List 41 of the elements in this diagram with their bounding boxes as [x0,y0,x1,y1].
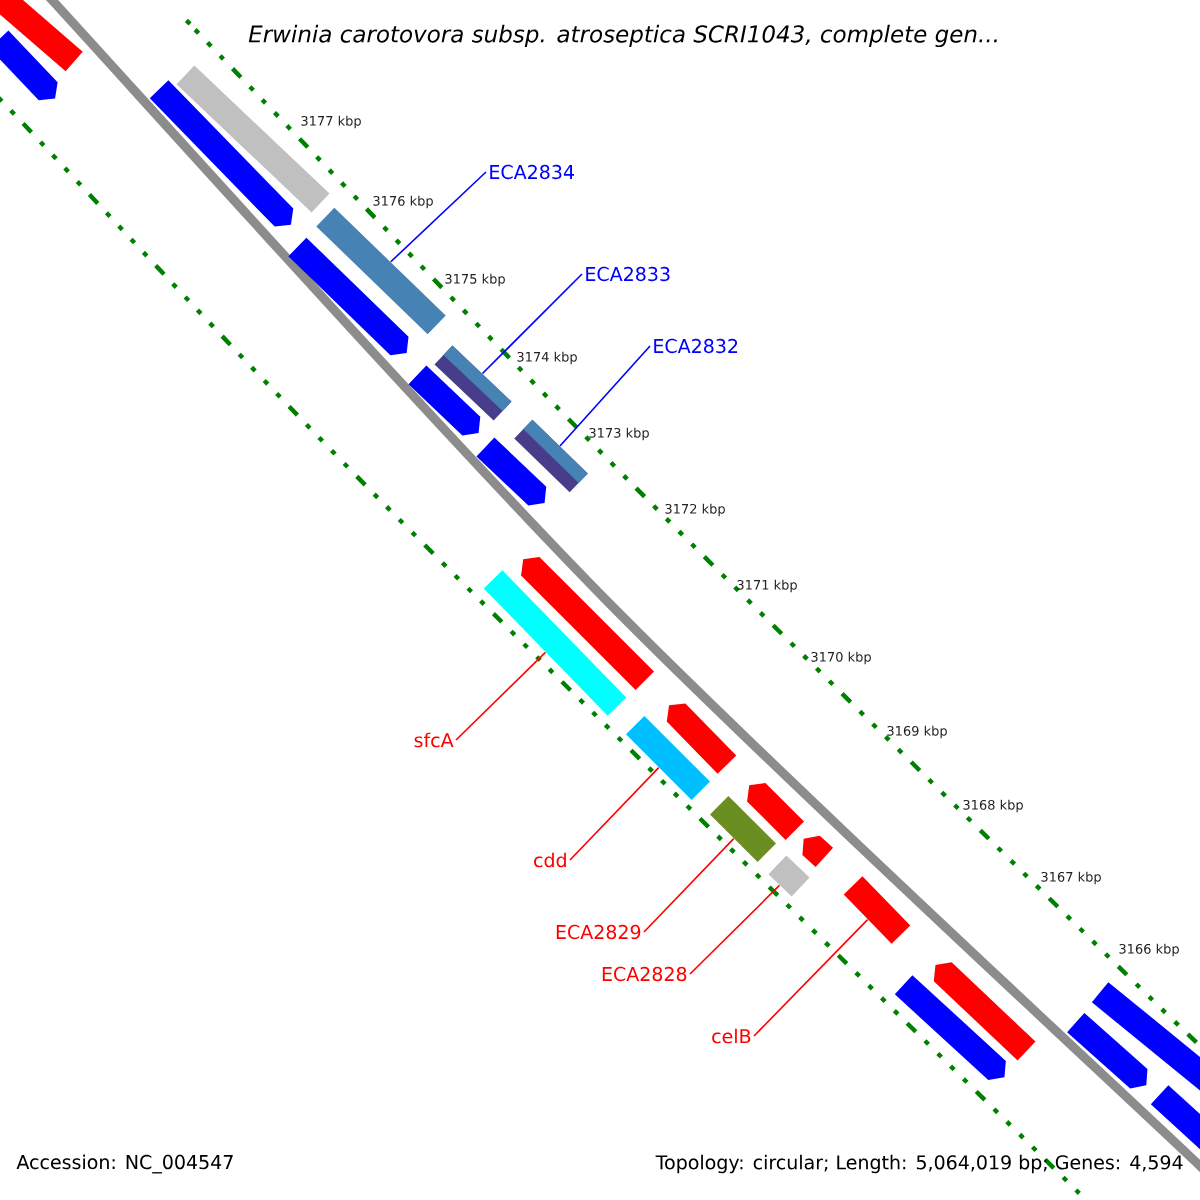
gene-bar [843,876,911,944]
gene-bar [666,703,737,774]
gene-bar [802,835,834,867]
gene-bar [747,783,804,840]
gene-label: ECA2829 [556,924,641,940]
gene-bar [933,962,1036,1061]
gene-bar [894,975,1006,1081]
gene-label: ECA2828 [602,966,687,982]
leader-line [559,345,651,447]
leader-line [753,918,869,1037]
gene-label: sfcA [414,732,454,748]
gene-bar [0,30,58,101]
gene-bar [176,65,330,213]
title: Erwinia carotovora subsp. atroseptica SCRI1043, complete gen... [246,22,1002,50]
leader-line [389,171,487,263]
gene-bar [1091,982,1200,1092]
gene-bar [483,570,627,716]
gene-label: cdd [534,852,566,868]
leader-line [455,651,547,741]
leader-line [481,273,583,375]
gene-label: ECA2833 [586,266,670,282]
gene-bar [149,80,294,227]
gene-bar [768,855,810,897]
gene-bar [626,716,710,800]
footer-text: Accession: NC_004547 [16,1154,233,1174]
gene-label: ECA2834 [490,164,574,180]
footer-text: Topology: circular; Length: 5,064,019 bp; Genes: 4,594 [655,1154,1183,1174]
gene-bar [288,237,409,356]
leader-line [569,766,660,861]
gene-bar [710,796,776,862]
gene-bar [408,365,481,436]
gene-bar [1150,1085,1200,1151]
gene-label: ECA2832 [654,338,738,354]
gene-bar [521,557,654,690]
gene-bar [476,437,547,506]
gene-bar [1067,1012,1148,1089]
leader-line [689,884,781,975]
gene-label: celB [712,1028,751,1044]
gene-bar [0,0,83,72]
leader-line [643,837,735,933]
gene-bar [316,207,446,335]
